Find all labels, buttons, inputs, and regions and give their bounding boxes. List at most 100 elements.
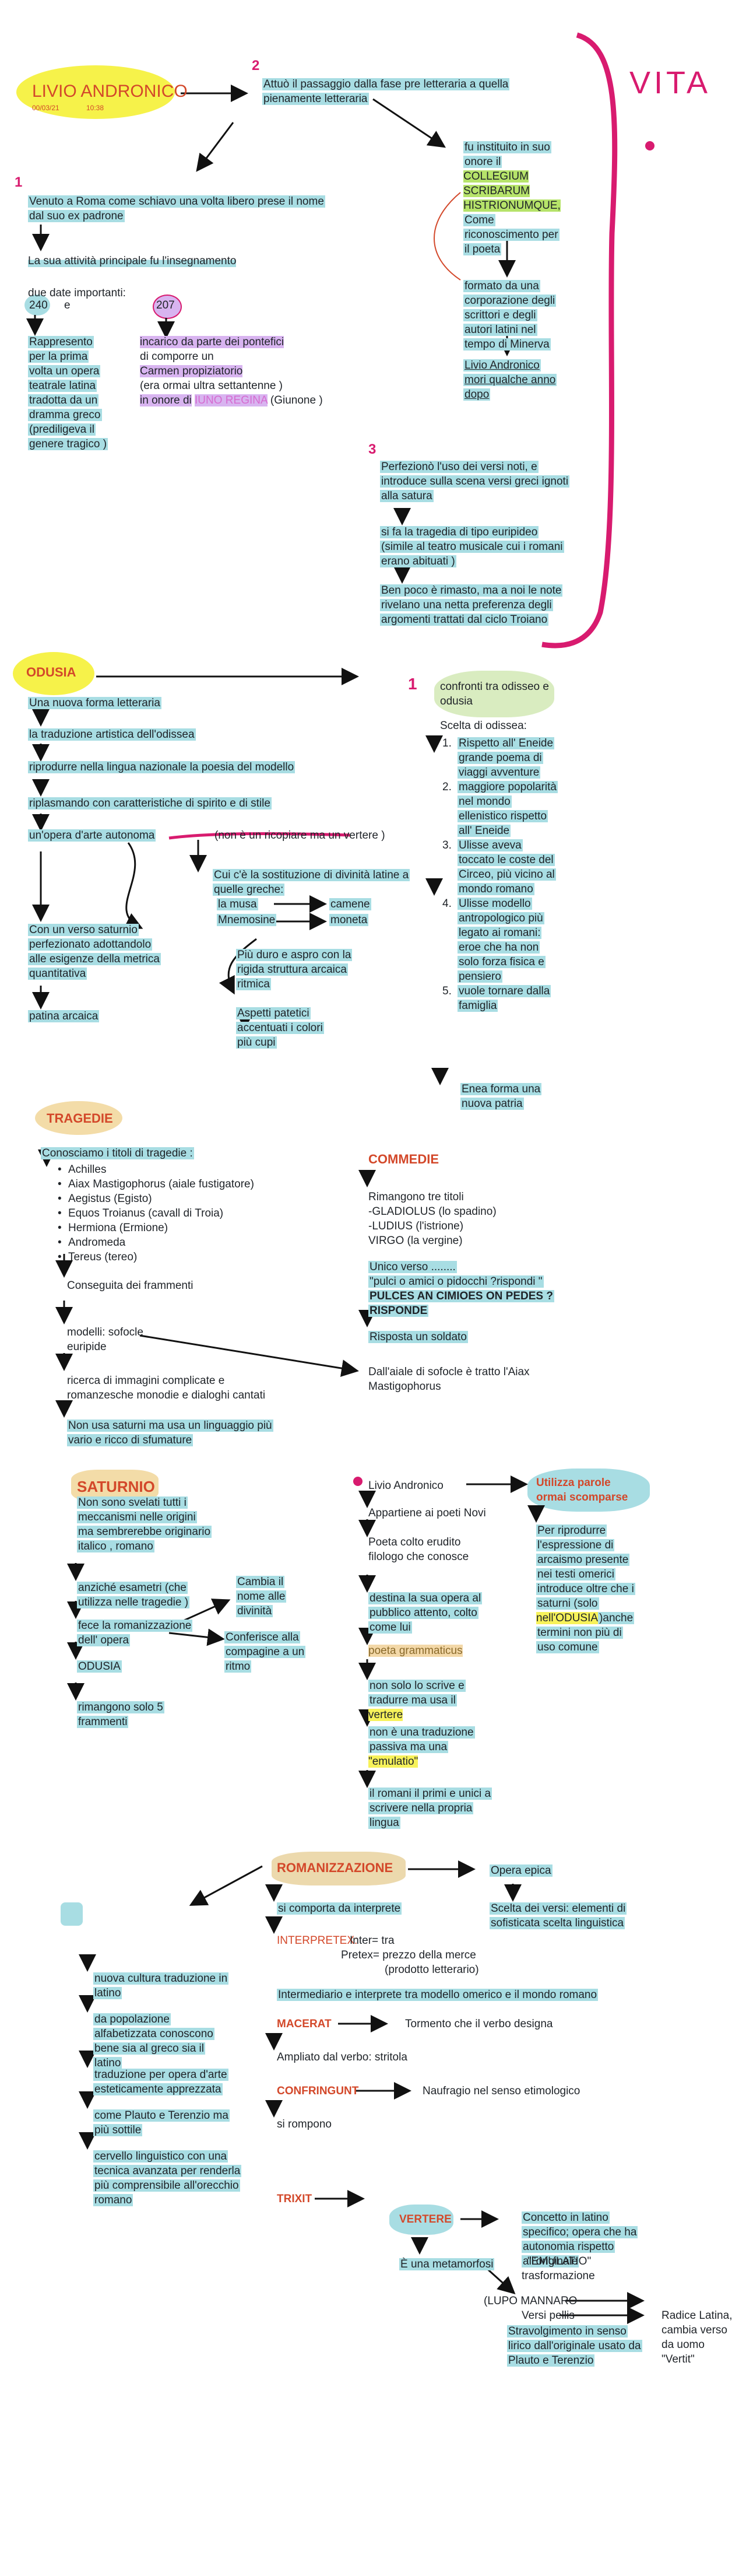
saturnio-body-text: Non sono svelati tutti i meccanismi nell… xyxy=(77,1496,212,1552)
subst-text: Cui c'è la sostituzione di divinità lati… xyxy=(213,869,410,896)
tragedy-line: si fa la tragedia di tipo euripideo (sim… xyxy=(380,526,564,567)
collegium-death: Livio Andronico mori qualche anno dopo xyxy=(463,358,562,402)
moneta: moneta xyxy=(329,913,369,927)
camene: camene xyxy=(329,897,371,912)
tragedie-models: modelli: sofocle euripide xyxy=(67,1326,143,1353)
rap-pop-text: da popolazione alfabetizzata conoscono b… xyxy=(93,2013,214,2069)
tragedy-text: si fa la tragedia di tipo euripideo (sim… xyxy=(380,525,566,569)
saturnio-verse: Con un verso saturnio perfezionato adott… xyxy=(28,923,168,981)
livio-poet: Poeta colto erudito filologo che conosce xyxy=(368,1536,469,1563)
rigid: Più duro e aspro con la rigida struttura… xyxy=(236,948,358,991)
choice-item-1: 1.Rispetto all' Eneide grande poema di v… xyxy=(442,737,555,779)
livio-dest-text: destina la sua opera al pubblico attento… xyxy=(368,1592,483,1634)
choice-item-1-text: Rispetto all' Eneide grande poema di via… xyxy=(458,737,555,779)
romanizzazione-highlight-blob xyxy=(272,1852,406,1885)
rom-conf-d: Naufragio nel senso etimologico xyxy=(423,2085,580,2097)
rom-epica-text: Opera epica xyxy=(490,1864,553,1877)
date207-circle xyxy=(153,295,182,319)
odusia-line-2-text: la traduzione artistica dell'odissea xyxy=(28,728,196,741)
pulci-line: "pulci o amici o pidocchi ?rispondi " xyxy=(368,1275,544,1288)
saturnio-body: Non sono svelati tutti i meccanismi nell… xyxy=(77,1495,212,1554)
num-3: 3 xyxy=(368,441,376,457)
saturnio-accent: anziché esametri (che utilizza nelle tra… xyxy=(77,1580,205,1610)
vertere-highlight-blob xyxy=(389,2205,453,2235)
title-time: 10:38 xyxy=(86,104,104,112)
saturnio-roman: fece la romanizzazione dell' opera xyxy=(77,1618,211,1648)
livio-passive-text: non è una traduzione passiva ma una xyxy=(368,1726,475,1753)
arrow-subst xyxy=(219,938,257,995)
compare: confronti tra odisseo e odusia xyxy=(440,681,549,707)
tragedie-item: Hermiona (Ermione) xyxy=(55,1221,277,1235)
verse-line: Unico verso ........ xyxy=(368,1261,457,1273)
pink-dot-2 xyxy=(353,1477,363,1486)
pink-underline xyxy=(168,832,350,840)
saturnio-verse-text: Con un verso saturnio perfezionato adott… xyxy=(28,924,161,980)
rom-scelta: Scelta dei versi: elementi di sofisticat… xyxy=(490,1901,629,1930)
saturnio-five: rimangono solo 5 frammenti xyxy=(77,1700,176,1729)
rap-new: nuova cultura traduzione in latino xyxy=(93,1971,233,2000)
tragedie-item: Equos Troianus (cavall di Troia) xyxy=(55,1206,277,1221)
enea: Enea forma una nuova patria xyxy=(460,1082,548,1111)
pathetic-text: Aspetti patetici accentuati i colori più… xyxy=(236,1007,324,1049)
odusia-title: ODUSIA xyxy=(26,665,76,679)
saturnio-roman-text: fece la romanizzazione dell' opera xyxy=(77,1620,193,1646)
rap-cerv-text: cervello linguistico con una tecnica ava… xyxy=(93,2150,242,2206)
livio-gram-text: poeta grammaticus xyxy=(368,1645,463,1657)
d207-line-2: di comporre un xyxy=(140,351,214,363)
rom-interp: si comporta da interprete xyxy=(277,1901,402,1916)
date-207: 207 xyxy=(156,299,175,311)
rigid-text: Più duro e aspro con la rigida struttura… xyxy=(236,949,353,990)
num-1: 1 xyxy=(15,174,23,190)
collegium-block: fu instituito in suo onore il COLLEGIUM … xyxy=(463,140,562,257)
commedie-answer: Risposta un soldato xyxy=(368,1330,468,1344)
date-and: e xyxy=(64,299,71,311)
d207-line-7: (Giunone ) xyxy=(270,394,323,406)
intro-line: Venuto a Roma come schiavo una volta lib… xyxy=(28,195,325,222)
rom-trixit: TRIXIT xyxy=(277,2193,312,2205)
rap-cerv: cervello linguistico con una tecnica ava… xyxy=(93,2149,251,2207)
rom-strav: Stravolgimento in senso lirico dall'orig… xyxy=(507,2324,642,2368)
livio-emulatio: "emulatio" xyxy=(368,1755,418,1768)
rom-macerat-d: Tormento che il verbo designa xyxy=(405,2018,553,2030)
rom-emul: "EMULATIO" xyxy=(527,2255,592,2267)
rom-versi: Versi pellis xyxy=(522,2309,575,2322)
tragedie-item: Aiax Mastigophorus (aiale fustigatore) xyxy=(55,1177,277,1191)
perf-text: Perfezionò l'uso dei versi noti, e intro… xyxy=(380,460,572,503)
not-saturn-text: Non usa saturni ma usa un linguaggio più… xyxy=(67,1420,273,1446)
livio-first-text: il romani il primi e unici a scrivere ne… xyxy=(368,1788,492,1829)
odusia-line-5: un'opera d'arte autonoma xyxy=(28,828,156,843)
saturnio-odusia-text: ODUSIA xyxy=(77,1660,122,1673)
rap-trad-text: traduzione per opera d'arte esteticament… xyxy=(93,2069,228,2095)
odusia-line-1-text: Una nuova forma letteraria xyxy=(28,697,161,709)
few-line: Ben poco è rimasto, ma a noi le note riv… xyxy=(380,584,563,626)
commedie-title-1: -GLADIOLUS (lo spadino) xyxy=(368,1205,497,1218)
arrow-sat6 xyxy=(168,1628,225,1646)
reproduce-text: Per riprodurre l'espressione di arcaismo… xyxy=(536,1524,635,1610)
tragedie-known-text: Conosciamo i titoli di tragedie : xyxy=(41,1147,194,1159)
odusia-line-5-text: un'opera d'arte autonoma xyxy=(28,829,156,842)
rom-metam-bind: È una metamorfosi xyxy=(400,2258,494,2270)
rom-pretex: Pretex= prezzo della merce xyxy=(341,1949,476,1961)
pink-dot-1 xyxy=(645,141,654,150)
rom-trans: trasformazione xyxy=(522,2270,595,2282)
saturnio-five-text: rimangono solo 5 frammenti xyxy=(77,1701,164,1728)
livio-vertere: vertere xyxy=(368,1709,403,1721)
tragedie-item: Achilles xyxy=(55,1162,277,1177)
rom-strav-text: Stravolgimento in senso lirico dall'orig… xyxy=(507,2325,642,2367)
rom-widen: Ampliato dal verbo: stritola xyxy=(277,2051,407,2063)
passage-text: Attuò il passaggio dalla fase pre letter… xyxy=(262,77,513,106)
choice-item-3: 3.Ulisse aveva toccato le coste del Circ… xyxy=(442,839,556,895)
tragedie-rich: ricerca di immagini complicate e romanze… xyxy=(67,1375,266,1401)
tragedie-known: Conosciamo i titoli di tragedie : xyxy=(41,1146,194,1161)
rom-metam: È una metamorfosi xyxy=(399,2257,495,2272)
odusia-num-1: 1 xyxy=(408,675,417,693)
tragedie-item: Aegistus (Egisto) xyxy=(55,1191,277,1206)
d207-line-5: in onore di xyxy=(140,394,192,406)
rom-metam-text: È una metamorfosi xyxy=(399,2258,495,2270)
rap-plauto: come Plauto e Terenzio ma più sottile xyxy=(93,2108,233,2137)
livio-first: il romani il primi e unici a scrivere ne… xyxy=(368,1786,492,1830)
saturnio-accent-text: anziché esametri (che utilizza nelle tra… xyxy=(77,1582,190,1608)
tragedie-not-saturn: Non usa saturni ma usa un linguaggio più… xyxy=(67,1418,283,1448)
saturnio-confer: Conferisce alla compagine a un ritmo xyxy=(224,1630,306,1674)
odusia-line-1: Una nuova forma letteraria xyxy=(28,696,161,710)
